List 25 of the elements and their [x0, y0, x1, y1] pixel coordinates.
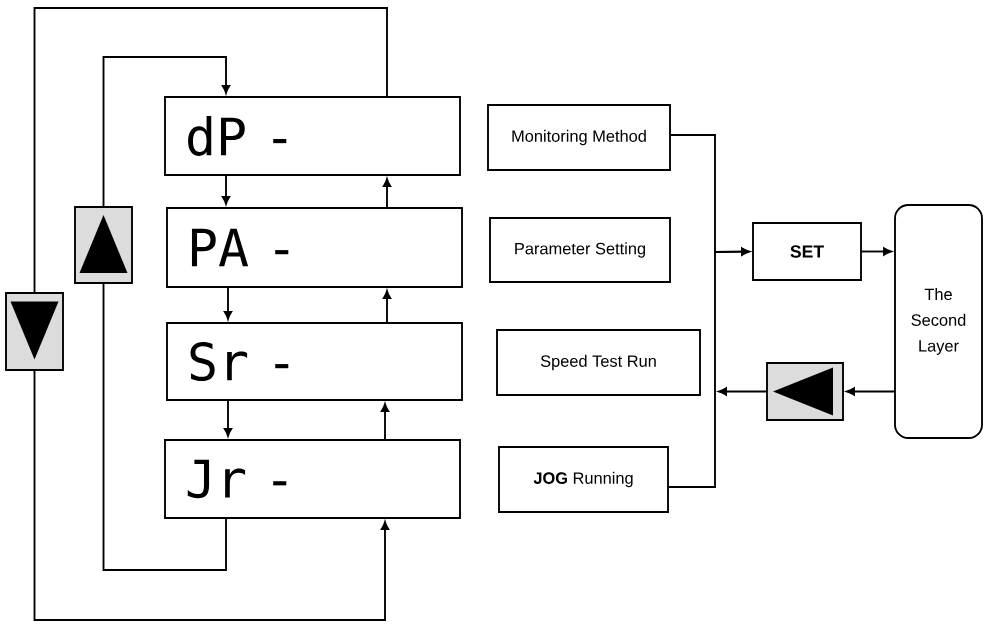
arrow-key-button: [766, 362, 844, 421]
arrow: [668, 247, 750, 488]
label-box: Parameter Setting: [489, 217, 671, 283]
display-box: PA -: [166, 207, 463, 288]
arrow: [861, 247, 892, 256]
arrow-key-button: [5, 292, 64, 371]
label-box: Speed Test Run: [496, 329, 701, 396]
arrow-key-button: [74, 206, 133, 284]
arrow: [33, 370, 390, 621]
arrow: [382, 290, 392, 323]
arrow: [223, 287, 233, 320]
display-box: dP -: [164, 96, 461, 176]
set-key-box: SET: [752, 222, 862, 281]
label-box: JOG Running: [498, 446, 669, 513]
layer-box: The Second Layer: [894, 204, 983, 439]
display-box: Sr -: [166, 322, 463, 401]
arrow: [382, 178, 392, 208]
arrow: [221, 175, 231, 205]
arrow: [718, 387, 767, 396]
arrow: [102, 56, 231, 207]
arrow: [223, 400, 233, 437]
arrow: [846, 387, 895, 396]
arrow: [380, 403, 390, 440]
display-box: Jr -: [164, 439, 461, 519]
label-box: Monitoring Method: [487, 104, 671, 171]
